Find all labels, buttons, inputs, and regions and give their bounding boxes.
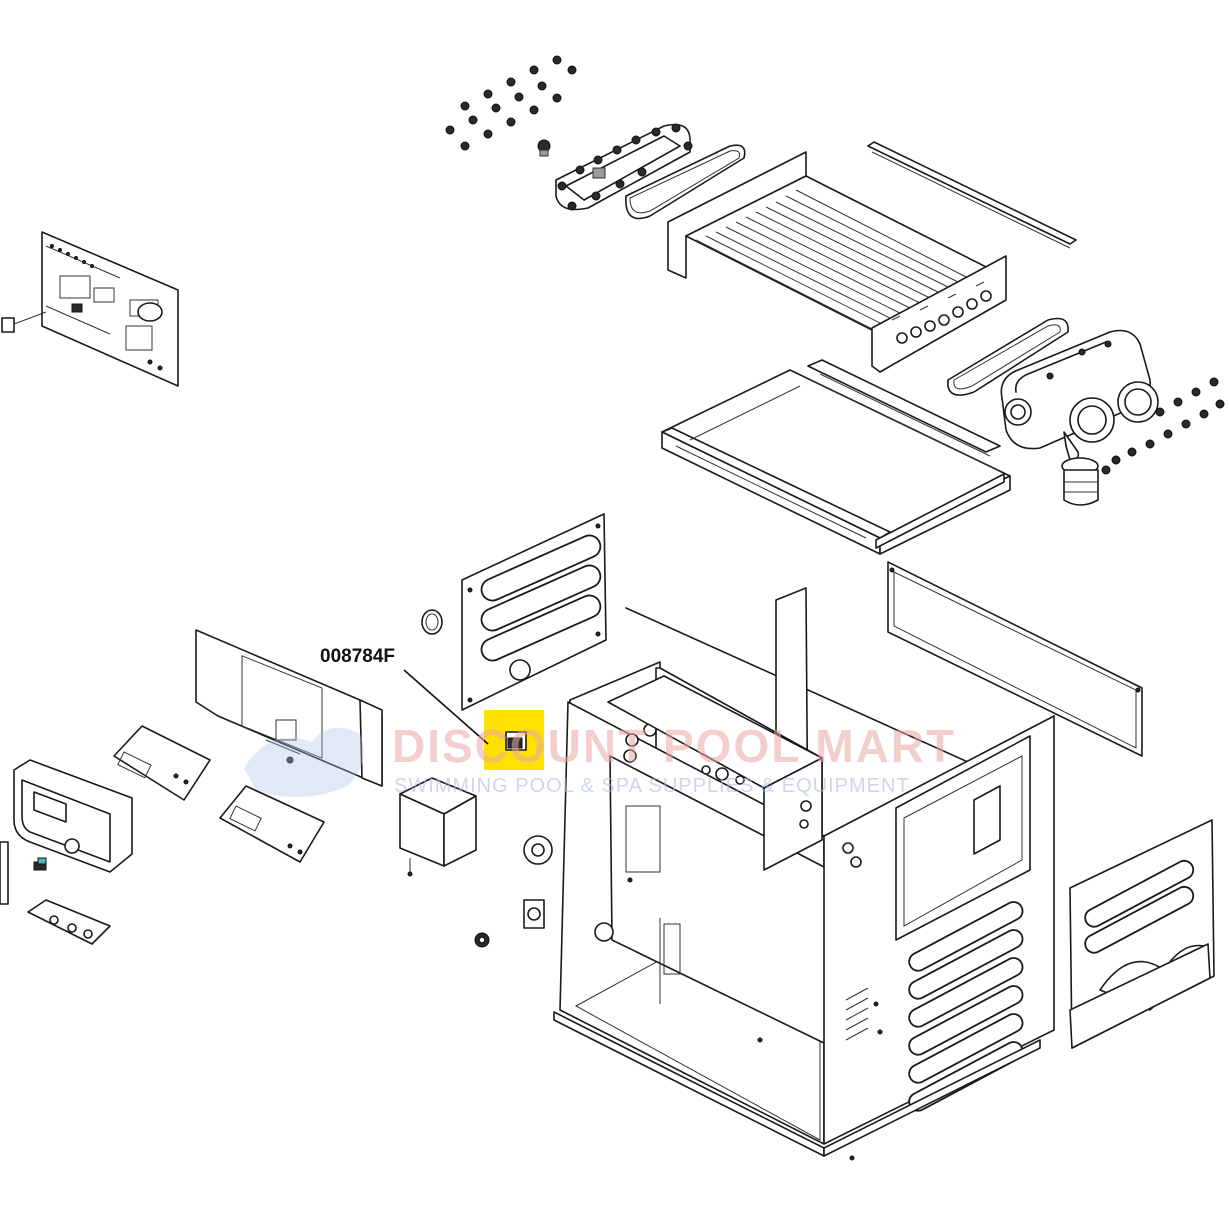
combustion-chamber-tray: [661, 359, 1011, 555]
keypad-board: [219, 785, 325, 863]
part-number-label: 008784F: [320, 646, 395, 667]
header-gasket-top: [625, 144, 746, 220]
igniter: [474, 932, 490, 948]
header-gasket-bottom: [947, 317, 1069, 396]
heat-exchanger-nuts: [445, 55, 577, 151]
button-plate: [27, 899, 111, 945]
right-side-panel: [1069, 819, 1215, 1049]
flame-sensor: [523, 899, 545, 929]
transformer-cover: [399, 777, 477, 877]
small-switch: [33, 857, 47, 871]
board-connector: [1, 311, 47, 333]
display-circuit-board: [113, 725, 211, 801]
switch-bracket: [0, 841, 9, 905]
header-plate: [555, 123, 693, 211]
pressure-relief-valve: [1061, 457, 1099, 506]
control-housing: [195, 629, 383, 787]
drain-plug: [537, 139, 551, 157]
watermark-logo-icon: [244, 727, 364, 798]
callout-leader-line: [403, 669, 489, 745]
display-bezel: [13, 759, 133, 873]
heat-exchanger-baffle: [867, 141, 1077, 249]
sight-glass: [523, 835, 553, 865]
grommet: [421, 609, 443, 635]
watermark-brand: DISCOUNT POOL MART: [392, 720, 956, 772]
watermark-tagline: SWIMMING POOL & SPA SUPPLIES & EQUIPMENT: [394, 775, 910, 797]
heater-cabinet: [553, 587, 1055, 1161]
top-side-panel: [887, 561, 1143, 757]
heat-exchanger: [667, 151, 1007, 373]
header-nuts: [1101, 377, 1225, 475]
burner-tray-assembly: [607, 675, 823, 871]
rear-access-panel: [461, 513, 607, 711]
highlighted-part: [484, 710, 544, 770]
control-circuit-board: [41, 231, 179, 387]
watermark: DISCOUNT POOL MART SWIMMING POOL & SPA S…: [244, 720, 956, 798]
inlet-outlet-header: [1000, 329, 1159, 461]
